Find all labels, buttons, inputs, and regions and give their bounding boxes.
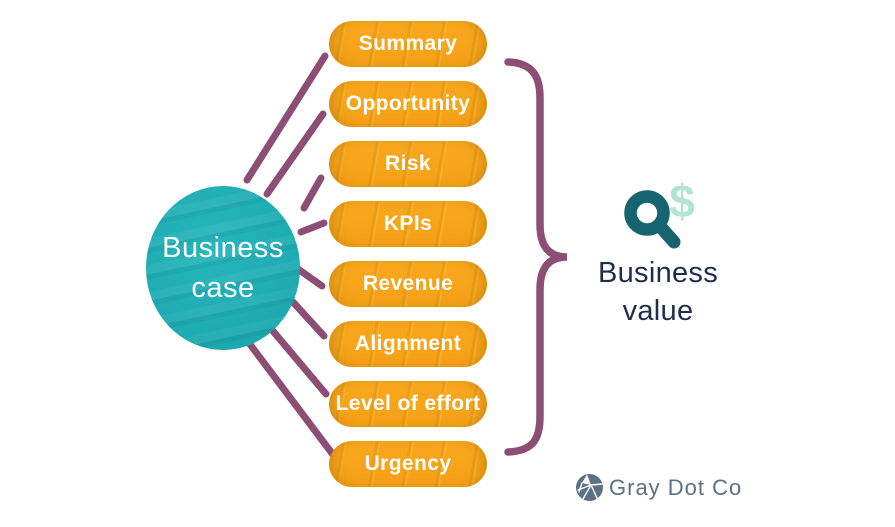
curly-brace xyxy=(504,58,568,456)
magnifier-dollar-icon: $ xyxy=(624,175,695,249)
pill-kpis: KPIs xyxy=(329,201,487,247)
connector-summary xyxy=(243,52,329,184)
pill-label: Risk xyxy=(385,152,431,175)
pill-label: Alignment xyxy=(354,332,462,355)
value-label-line2: value xyxy=(622,295,694,327)
connector-alignment xyxy=(289,298,328,340)
pill-label: KPIs xyxy=(383,212,433,235)
pill-level-of-effort: Level of effort xyxy=(329,381,487,427)
brand-lockup: Gray Dot Co xyxy=(575,471,742,504)
connector-kpis xyxy=(297,219,328,236)
magnifier-handle-icon xyxy=(652,218,681,249)
pill-label: Revenue xyxy=(362,272,454,295)
hub-label-line2: case xyxy=(191,272,255,304)
pill-label: Opportunity xyxy=(345,92,471,115)
pill-opportunity: Opportunity xyxy=(329,81,487,127)
connector-revenue xyxy=(294,265,326,290)
pill-revenue: Revenue xyxy=(329,261,487,307)
magnifier-lens-icon xyxy=(624,190,670,236)
dollar-icon: $ xyxy=(669,175,695,227)
pill-label: Summary xyxy=(358,32,458,55)
connector-risk xyxy=(300,174,325,212)
pill-label: Urgency xyxy=(364,452,452,475)
pill-list: Summary Opportunity Risk KPIs Revenue Al… xyxy=(329,21,487,487)
connector-level-of-effort xyxy=(263,320,330,398)
business-case-circle: Business case xyxy=(146,186,300,350)
connector-urgency xyxy=(242,335,338,460)
hub-label-line1: Business xyxy=(162,232,284,264)
brand-name: Gray Dot Co xyxy=(609,474,743,500)
pill-risk: Risk xyxy=(329,141,487,187)
pill-label: Level of effort xyxy=(335,392,481,415)
gray-dot-co-logo-icon xyxy=(576,474,603,501)
pill-alignment: Alignment xyxy=(329,321,487,367)
connector-opportunity xyxy=(263,110,327,198)
pill-summary: Summary xyxy=(329,21,487,67)
value-label-line1: Business xyxy=(597,257,719,289)
business-value-label: Business value xyxy=(568,254,748,330)
pill-urgency: Urgency xyxy=(329,441,487,487)
